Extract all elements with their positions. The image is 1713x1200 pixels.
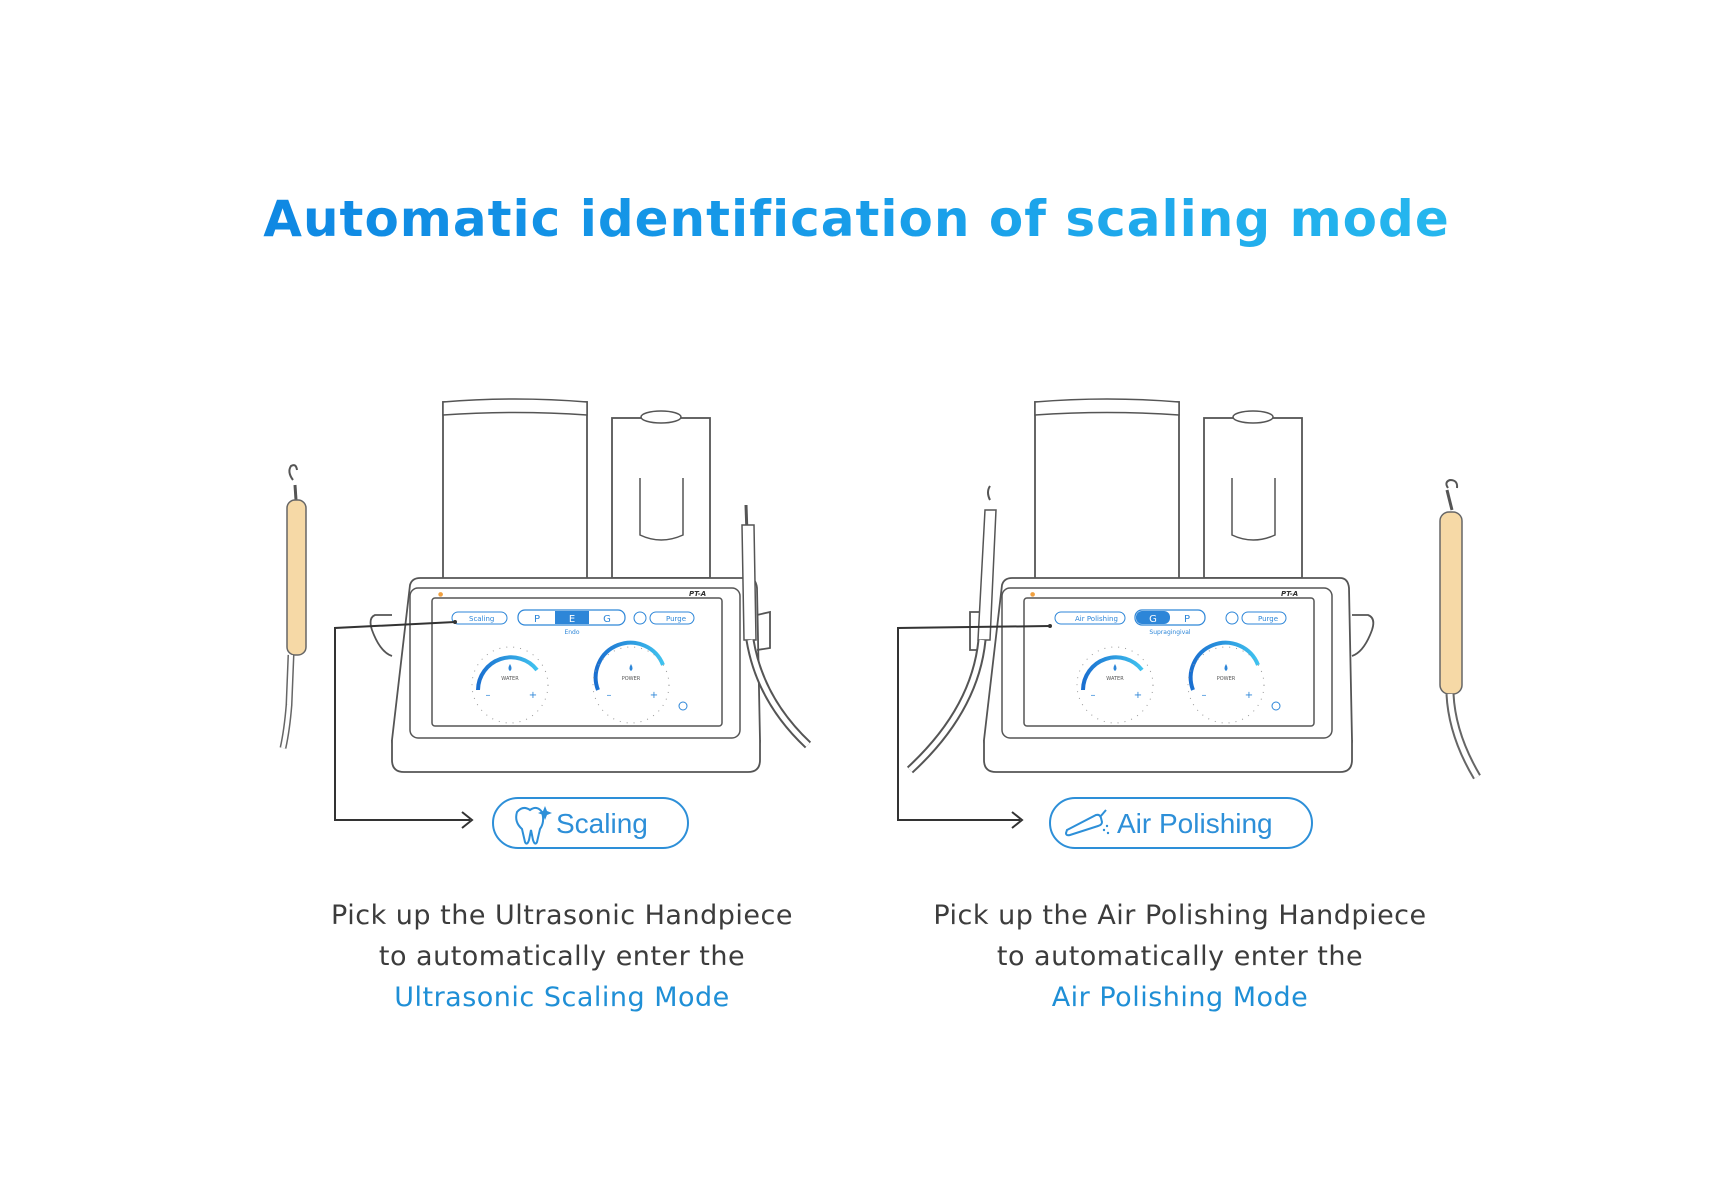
ultrasonic-handpiece: [279, 464, 307, 749]
svg-text:P: P: [1184, 614, 1190, 625]
svg-text:+: +: [650, 690, 658, 701]
svg-text:+: +: [1134, 690, 1142, 701]
device-model-label: PT-A: [689, 590, 706, 598]
screen-mode-button[interactable]: Scaling: [469, 615, 494, 623]
caption-line-1: Pick up the Ultrasonic Handpiece: [331, 900, 793, 931]
water-dial[interactable]: WATER – +: [471, 646, 549, 724]
right-caption: Pick up the Air Polishing Handpiece to a…: [900, 895, 1460, 1018]
left-caption: Pick up the Ultrasonic Handpiece to auto…: [282, 895, 842, 1018]
svg-text:G: G: [1149, 614, 1157, 625]
svg-text:●: ●: [1030, 591, 1035, 598]
svg-text:POWER: POWER: [1217, 676, 1236, 682]
scaling-pill-label: Scaling: [556, 808, 648, 839]
svg-text:–: –: [607, 690, 612, 701]
svg-text:–: –: [1091, 690, 1096, 701]
tooth-sparkle-icon: [515, 806, 552, 845]
device-model-label: PT-A: [1281, 590, 1298, 598]
svg-text:POWER: POWER: [622, 676, 641, 682]
svg-text:●: ●: [438, 591, 443, 598]
caption-highlight: Ultrasonic Scaling Mode: [394, 982, 730, 1013]
screen-mode-button[interactable]: Air Polishing: [1075, 615, 1118, 623]
caption-highlight: Air Polishing Mode: [1051, 982, 1309, 1013]
air-polishing-mode-pill: Air Polishing: [1049, 797, 1313, 849]
power-dial[interactable]: POWER – +: [592, 640, 670, 724]
caption-line-1: Pick up the Air Polishing Handpiece: [933, 900, 1427, 931]
svg-text:E: E: [569, 614, 575, 625]
page-title: Automatic identification of scaling mode: [0, 190, 1713, 248]
screen-sub-label: Endo: [564, 629, 579, 636]
purge-button[interactable]: Purge: [666, 615, 686, 623]
right-device: ● PT-A Air Polishing G P Supragingival P…: [897, 398, 1481, 829]
air-polisher-icon: [1064, 809, 1110, 837]
svg-text:+: +: [1245, 690, 1253, 701]
svg-text:–: –: [486, 690, 491, 701]
power-dial[interactable]: POWER – +: [1187, 640, 1265, 724]
caption-line-2: to automatically enter the: [378, 941, 746, 972]
water-dial[interactable]: WATER – +: [1076, 646, 1154, 724]
air-polishing-pill-label: Air Polishing: [1117, 808, 1273, 839]
screen-sub-label: Supragingival: [1149, 629, 1191, 636]
svg-text:–: –: [1202, 690, 1207, 701]
svg-text:WATER: WATER: [1106, 676, 1124, 682]
svg-text:WATER: WATER: [501, 676, 519, 682]
svg-text:+: +: [529, 690, 537, 701]
left-device: ● PT-A Scaling P E G Endo Purge WATER – …: [279, 398, 812, 829]
air-polishing-handpiece: [1439, 478, 1481, 780]
svg-text:G: G: [603, 614, 611, 625]
caption-line-2: to automatically enter the: [996, 941, 1364, 972]
svg-text:P: P: [534, 614, 540, 625]
scaling-mode-pill: Scaling: [492, 797, 689, 849]
purge-button[interactable]: Purge: [1258, 615, 1278, 623]
